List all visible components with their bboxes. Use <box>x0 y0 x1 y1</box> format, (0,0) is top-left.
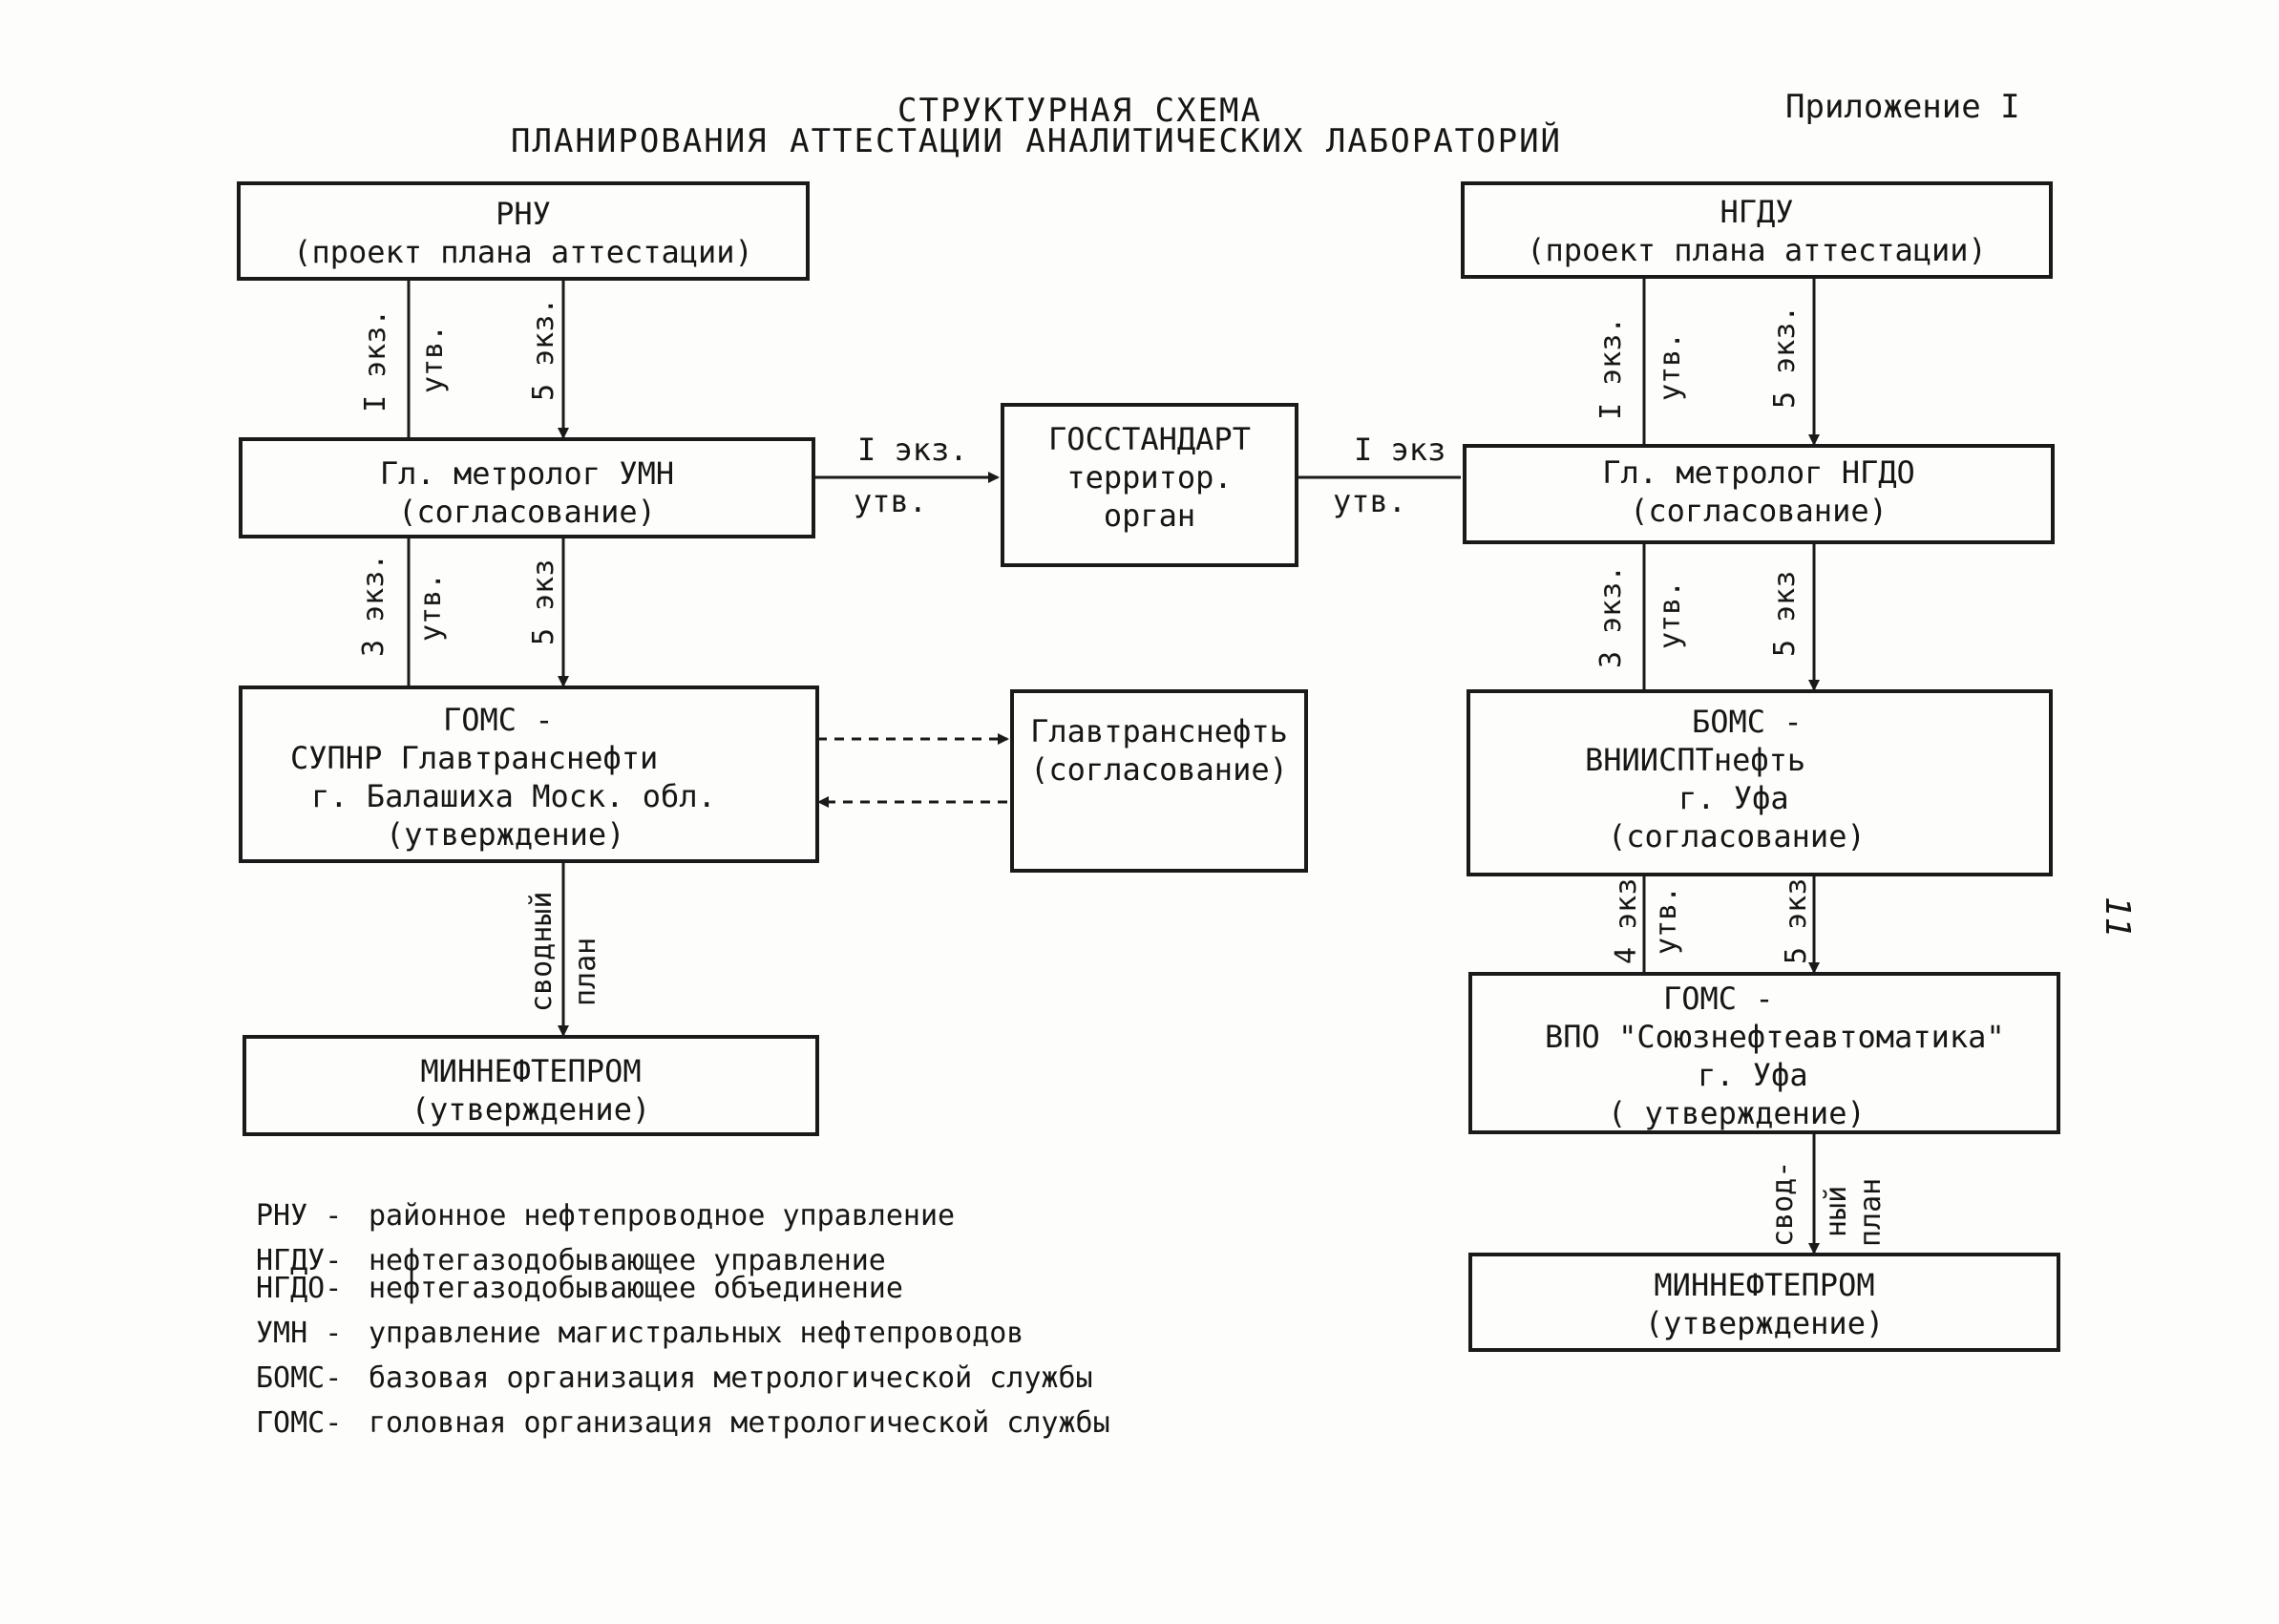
legend-abbr: НГДО- <box>256 1272 343 1305</box>
node-ngdo: Гл. метролог НГДО (согласование) <box>1463 444 2055 544</box>
title-line-1: СТРУКТУРНАЯ СХЕМА <box>897 92 1262 130</box>
node-umn: Гл. метролог УМН (согласование) <box>239 437 815 538</box>
node-glavtransneft-name: Главтранснефть <box>1030 713 1288 749</box>
label-r4: свод- <box>1766 1160 1800 1247</box>
node-ngdu-note: (проект плана аттестации) <box>1527 232 1987 268</box>
legend-row: НГДО-нефтегазодобывающее объединение <box>256 1266 1110 1311</box>
label-center-right-b: утв. <box>1333 483 1407 519</box>
node-rnu-name: РНУ <box>496 196 551 232</box>
appendix-label: Приложение I <box>1785 88 2020 126</box>
node-umn-name: Гл. метролог УМН <box>379 455 675 492</box>
node-minneft-left: МИННЕФТЕПРОМ (утверждение) <box>243 1035 819 1136</box>
label-r4c: план <box>1854 1177 1888 1247</box>
node-glavtransneft: Главтранснефть (согласование) <box>1010 689 1308 873</box>
node-minneft-right-note: (утверждение) <box>1644 1305 1885 1341</box>
node-boms-l2: ВНИИСПТнефть <box>1585 742 1806 778</box>
legend-text: головная организация метрологической слу… <box>369 1406 1110 1440</box>
legend-row: ГОМС-головная организация метрологическо… <box>256 1401 1110 1445</box>
label-l1-utv: утв. <box>416 324 450 393</box>
legend-text: нефтегазодобывающее управление <box>369 1244 886 1277</box>
node-minneft-right: МИННЕФТЕПРОМ (утверждение) <box>1468 1253 2060 1352</box>
label-l2-up: 3 экз. <box>357 553 390 657</box>
title-line-2: ПЛАНИРОВАНИЯ АТТЕСТАЦИИ АНАЛИТИЧЕСКИХ ЛА… <box>511 122 1563 160</box>
node-goms-right-l3: г. Уфа <box>1698 1057 1808 1093</box>
node-boms-l3: г. Уфа <box>1678 780 1789 816</box>
label-l1-down: 5 экз. <box>527 297 560 401</box>
label-l2-utv: утв. <box>414 572 448 642</box>
node-goms-left-l3: г. Балашиха Моск. обл. <box>311 778 716 814</box>
node-goms-left-l4: (утверждение) <box>386 816 625 853</box>
node-rnu-note: (проект плана аттестации) <box>293 234 753 270</box>
node-ngdo-note: (согласование) <box>1630 493 1888 529</box>
node-goms-right-l4: ( утверждение) <box>1608 1095 1866 1131</box>
node-goms-left-l2: СУПНР Главтранснефти <box>290 740 659 776</box>
label-r3-utv: утв. <box>1650 885 1683 955</box>
legend-abbr: БОМС- <box>256 1361 343 1395</box>
legend: РНУ -районное нефтепроводное управление … <box>256 1193 1110 1445</box>
node-gosstandart: ГОССТАНДАРТ территор. орган <box>1001 403 1298 567</box>
legend-abbr: НГДУ- <box>256 1244 343 1277</box>
node-minneft-left-note: (утверждение) <box>411 1091 651 1128</box>
legend-text: управление магистральных нефтепроводов <box>369 1317 1024 1350</box>
node-gosstandart-l2: территор. <box>1066 459 1233 496</box>
label-r1-down: 5 экз. <box>1768 305 1802 409</box>
label-l3b: план <box>569 937 602 1006</box>
node-rnu: РНУ (проект плана аттестации) <box>237 181 810 281</box>
node-boms-l4: (согласование) <box>1608 818 1866 854</box>
legend-row: РНУ - районное нефтепроводное управление <box>256 1193 1110 1238</box>
node-glavtransneft-note: (согласование) <box>1030 751 1288 788</box>
node-minneft-left-name: МИННЕФТЕПРОМ <box>420 1053 642 1089</box>
node-gosstandart-l3: орган <box>1103 497 1196 534</box>
label-r2-utv: утв. <box>1654 580 1687 649</box>
node-ngdu-name: НГДУ <box>1720 194 1794 230</box>
label-r2-down: 5 экз <box>1768 570 1802 657</box>
legend-row: НГДУ-нефтегазодобывающее управление <box>256 1238 1110 1283</box>
node-goms-left: ГОМС - СУПНР Главтранснефти г. Балашиха … <box>239 685 819 863</box>
label-r4b: ный <box>1820 1185 1853 1237</box>
label-l2-down: 5 экз <box>527 559 560 645</box>
node-gosstandart-l1: ГОССТАНДАРТ <box>1048 421 1251 457</box>
label-l1-up: I экз. <box>359 308 392 412</box>
page-number: 11 <box>2098 896 2138 939</box>
label-center-right-a: I экз <box>1354 432 1446 468</box>
label-r3-down: 5 экз <box>1780 877 1813 964</box>
label-r1-utv: утв. <box>1654 331 1687 401</box>
legend-text: районное нефтепроводное управление <box>369 1199 956 1233</box>
label-r3-up: 4 экз <box>1610 877 1643 964</box>
legend-row: БОМС-базовая организация метрологической… <box>256 1356 1110 1401</box>
label-r1-up: I экз. <box>1594 316 1628 420</box>
label-center-left-a: I экз. <box>857 432 968 468</box>
legend-text: нефтегазодобывающее объединение <box>369 1272 903 1305</box>
legend-abbr: РНУ - <box>256 1199 343 1233</box>
node-goms-right: ГОМС - ВПО "Союзнефтеавтоматика" г. Уфа … <box>1468 972 2060 1134</box>
legend-text: базовая организация метрологической служ… <box>369 1361 1093 1395</box>
node-ngdu: НГДУ (проект плана аттестации) <box>1461 181 2053 279</box>
node-goms-right-l2: ВПО "Союзнефтеавтоматика" <box>1545 1019 2005 1055</box>
label-l3: сводный <box>525 891 559 1012</box>
node-minneft-right-name: МИННЕФТЕПРОМ <box>1654 1267 1875 1303</box>
legend-abbr: ГОМС- <box>256 1406 343 1440</box>
legend-row: УМН - управление магистральных нефтепрово… <box>256 1311 1110 1356</box>
legend-abbr: УМН - <box>256 1317 343 1350</box>
node-boms-l1: БОМС - <box>1692 704 1803 740</box>
label-r2-up: 3 экз. <box>1594 564 1628 668</box>
node-umn-note: (согласование) <box>398 494 656 530</box>
node-goms-left-l1: ГОМС - <box>443 702 554 738</box>
node-boms: БОМС - ВНИИСПТнефть г. Уфа (согласование… <box>1467 689 2053 876</box>
label-center-left-b: утв. <box>854 483 928 519</box>
node-ngdo-name: Гл. метролог НГДО <box>1602 454 1915 491</box>
node-goms-right-l1: ГОМС - <box>1663 981 1774 1017</box>
